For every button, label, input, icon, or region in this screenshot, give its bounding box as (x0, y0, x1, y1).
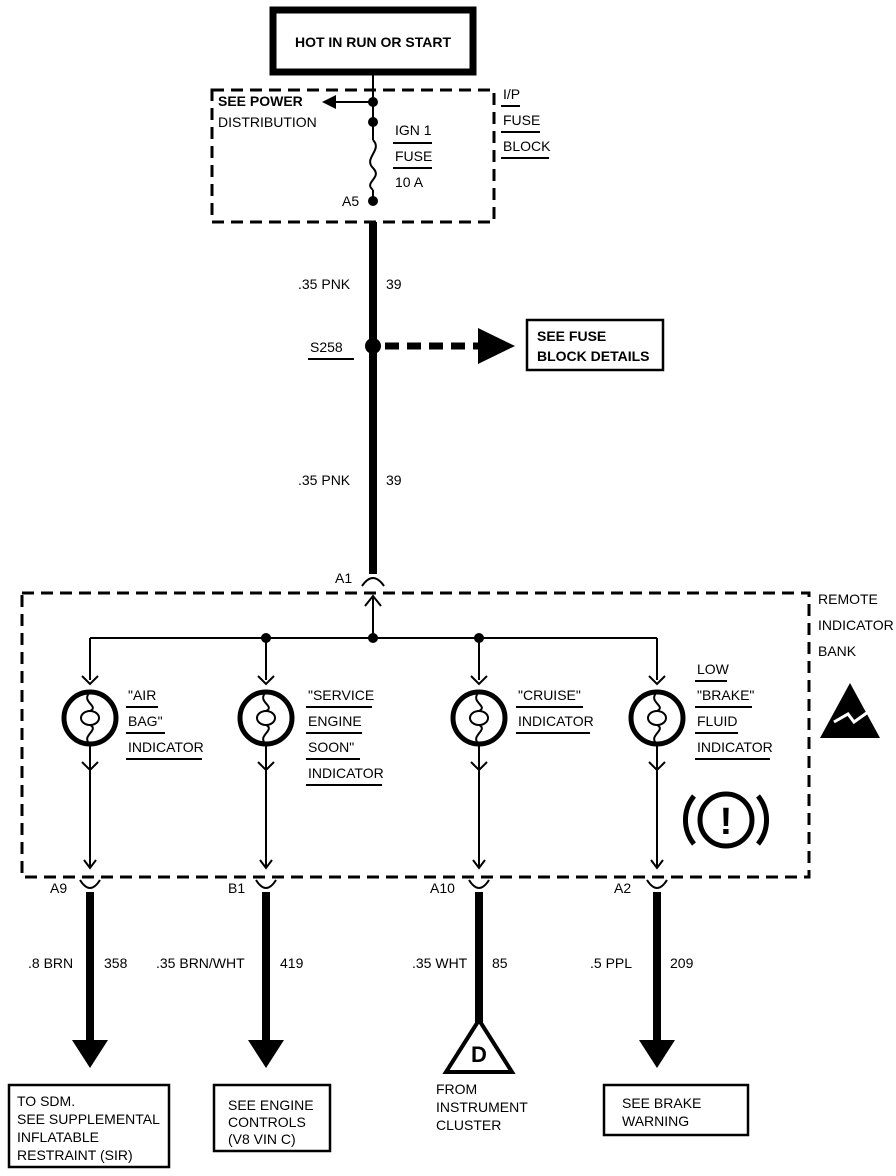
indicator-air-bag: "AIR BAG" INDICATOR (61, 638, 204, 870)
arrow-down-icon (248, 1040, 284, 1068)
svg-text:(V8 VIN C): (V8 VIN C) (228, 1131, 296, 1147)
svg-text:D: D (471, 1042, 487, 1067)
svg-text:.5 PPL: .5 PPL (590, 955, 632, 971)
brake-warning-icon: ! (683, 791, 769, 849)
svg-text:WARNING: WARNING (622, 1113, 689, 1129)
connector-d-icon (442, 1016, 516, 1074)
svg-text:INDICATOR: INDICATOR (518, 713, 594, 729)
svg-text:!: ! (720, 801, 733, 843)
svg-text:"BRAKE": "BRAKE" (697, 687, 754, 703)
svg-text:INFLATABLE: INFLATABLE (17, 1129, 99, 1145)
svg-text:A2: A2 (614, 880, 631, 896)
fuse-block-outline (210, 88, 496, 224)
see-power-line1: SEE POWER (218, 93, 303, 109)
lamp-icon (450, 689, 508, 747)
svg-text:.35 BRN/WHT: .35 BRN/WHT (156, 955, 245, 971)
see-fuse-details-box (525, 318, 665, 372)
see-fuse-details-1: SEE FUSE (537, 328, 606, 344)
svg-text:358: 358 (104, 955, 128, 971)
svg-text:85: 85 (492, 955, 508, 971)
svg-text:TO SDM.: TO SDM. (17, 1093, 75, 1109)
see-fuse-details-2: BLOCK DETAILS (537, 348, 650, 364)
fuse-symbol-icon (369, 139, 377, 191)
fuse-block-label-1: I/P (503, 86, 520, 102)
svg-text:"CRUISE": "CRUISE" (518, 687, 581, 703)
lamp-icon (628, 689, 686, 747)
fuse-terminal-label: A5 (342, 193, 359, 209)
svg-text:A9: A9 (50, 880, 67, 896)
power-arrow-icon (322, 95, 336, 109)
svg-text:INDICATOR: INDICATOR (128, 739, 204, 755)
output-a9: A9 .8 BRN 358 TO SDM. SEE SUPPLEMENTAL I… (7, 879, 171, 1169)
svg-text:ENGINE: ENGINE (308, 713, 362, 729)
svg-text:419: 419 (280, 955, 304, 971)
wire-top-circuit: 39 (386, 276, 402, 292)
svg-text:BAG": BAG" (128, 713, 163, 729)
svg-text:LOW: LOW (697, 661, 730, 677)
svg-text:RESTRAINT (SIR): RESTRAINT (SIR) (17, 1147, 133, 1163)
wire-top-gauge: .35 PNK (298, 276, 351, 292)
a1-connector-icon (361, 577, 385, 587)
indicator-low-brake-fluid: LOW "BRAKE" FLUID INDICATOR (628, 638, 773, 870)
svg-text:SEE BRAKE: SEE BRAKE (622, 1095, 701, 1111)
wire-mid-circuit: 39 (386, 472, 402, 488)
svg-text:FROM: FROM (436, 1081, 477, 1097)
arrow-down-icon (72, 1040, 108, 1068)
bank-label-1: REMOTE (818, 591, 878, 607)
splice-label: S258 (310, 339, 343, 355)
wire-mid-gauge: .35 PNK (298, 472, 351, 488)
svg-text:"AIR: "AIR (128, 687, 156, 703)
svg-text:209: 209 (670, 955, 694, 971)
svg-text:B1: B1 (228, 880, 245, 896)
bank-label-2: INDICATOR (818, 617, 894, 633)
output-a2: A2 .5 PPL 209 SEE BRAKE WARNING (590, 879, 750, 1137)
fuse-block-label-2: FUSE (503, 112, 540, 128)
svg-text:FLUID: FLUID (697, 713, 737, 729)
hot-in-run-label: HOT IN RUN OR START (295, 34, 452, 50)
indicator-bank-outline (20, 591, 811, 879)
svg-text:CLUSTER: CLUSTER (436, 1117, 501, 1133)
svg-text:SOON": SOON" (308, 739, 354, 755)
a1-terminal-label: A1 (335, 570, 352, 586)
svg-text:INSTRUMENT: INSTRUMENT (436, 1099, 528, 1115)
output-b1: B1 .35 BRN/WHT 419 SEE ENGINE CONTROLS (… (156, 879, 332, 1153)
see-power-line2: DISTRIBUTION (218, 114, 317, 130)
svg-text:SEE ENGINE: SEE ENGINE (228, 1097, 314, 1113)
lamp-icon (237, 689, 295, 747)
esd-warning-icon (820, 683, 880, 738)
svg-text:.8 BRN: .8 BRN (28, 955, 73, 971)
svg-text:CONTROLS: CONTROLS (228, 1114, 306, 1130)
svg-text:INDICATOR: INDICATOR (308, 765, 384, 781)
svg-text:A10: A10 (430, 880, 455, 896)
bank-label-3: BANK (818, 643, 857, 659)
svg-text:"SERVICE: "SERVICE (308, 687, 374, 703)
fuse-node-bottom (368, 196, 378, 206)
svg-text:SEE SUPPLEMENTAL: SEE SUPPLEMENTAL (17, 1111, 160, 1127)
indicator-service-engine: "SERVICE ENGINE SOON" INDICATOR (237, 638, 384, 870)
arrow-down-icon (639, 1040, 675, 1068)
splice-node (365, 338, 381, 354)
lamp-icon (61, 689, 119, 747)
svg-text:INDICATOR: INDICATOR (697, 739, 773, 755)
fuse-label-1: IGN 1 (395, 122, 432, 138)
indicator-cruise: "CRUISE" INDICATOR (450, 638, 594, 870)
fuse-details-arrow-icon (478, 328, 515, 364)
fuse-label-3: 10 A (395, 174, 424, 190)
output-a10: A10 D .35 WHT 85 FROM INSTRUMENT CLUSTER (412, 879, 528, 1133)
fuse-block-label-3: BLOCK (503, 138, 551, 154)
fuse-label-2: FUSE (395, 148, 432, 164)
svg-text:.35 WHT: .35 WHT (412, 955, 468, 971)
